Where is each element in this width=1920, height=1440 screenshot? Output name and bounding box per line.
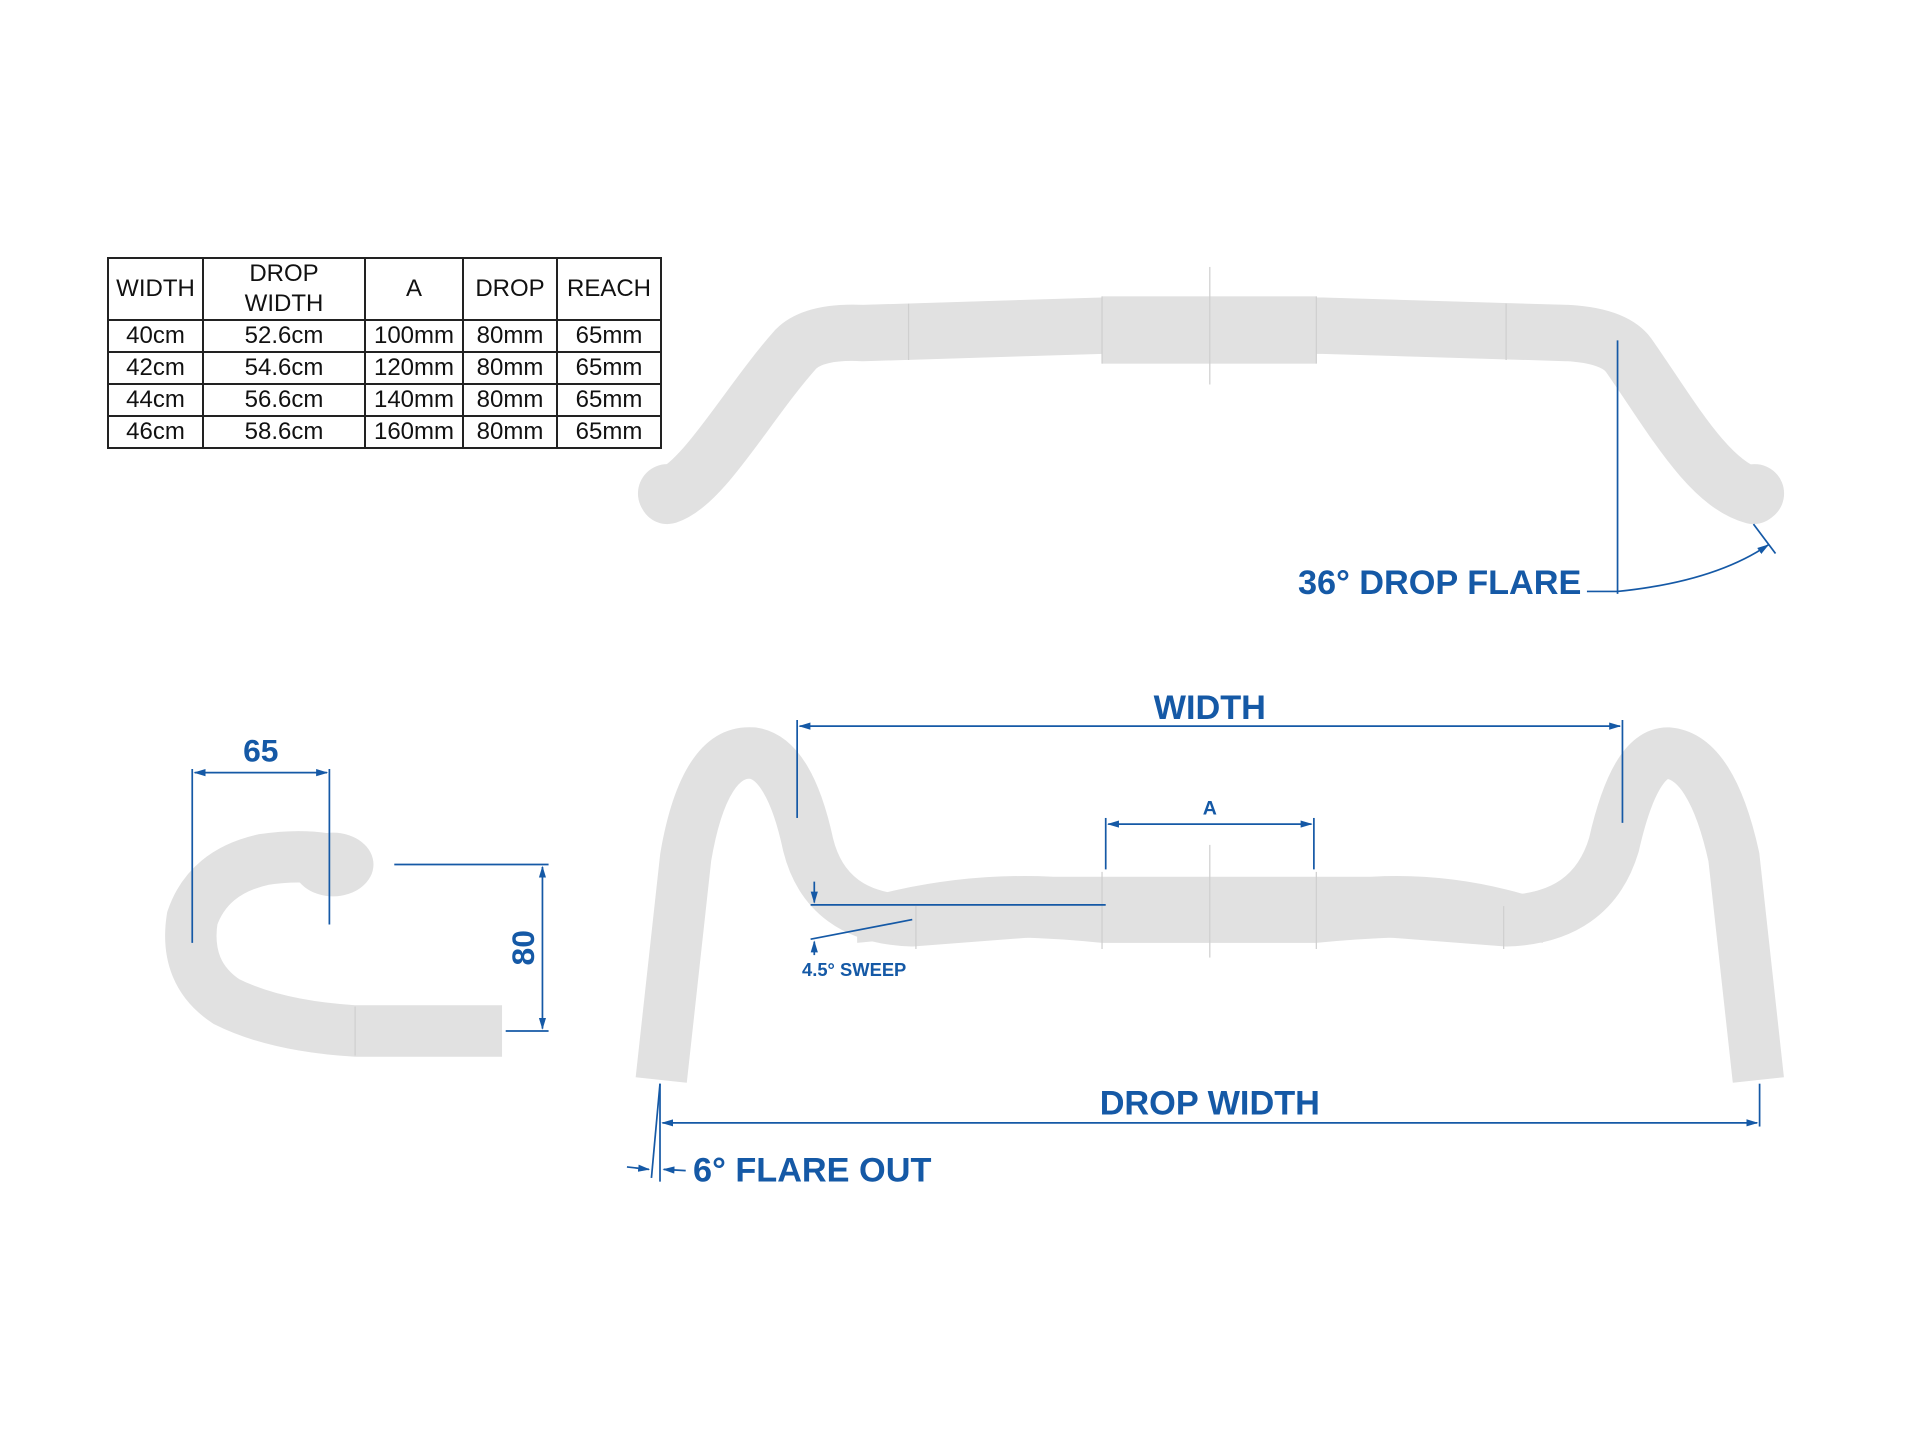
a-annotation: A	[1104, 797, 1315, 870]
table-header-row: WIDTH DROP WIDTH A DROP REACH	[107, 257, 662, 321]
top-view-handlebar	[637, 266, 1785, 525]
cell: 80mm	[462, 351, 558, 385]
drop-label: 80	[505, 930, 541, 965]
header-a: A	[364, 257, 464, 321]
a-label: A	[1203, 797, 1217, 819]
cell: 44cm	[107, 383, 204, 417]
cell: 65mm	[556, 415, 662, 449]
cell: 58.6cm	[202, 415, 366, 449]
cell: 140mm	[364, 383, 464, 417]
width-label: WIDTH	[1154, 689, 1266, 727]
flare-out-annotation: 6° FLARE OUT	[626, 1083, 931, 1190]
cell: 80mm	[462, 319, 558, 353]
width-annotation: WIDTH	[796, 689, 1624, 823]
cell: 46cm	[107, 415, 204, 449]
flare-out-label: 6° FLARE OUT	[693, 1152, 931, 1190]
cell: 80mm	[462, 383, 558, 417]
drop-width-annotation: DROP WIDTH	[659, 1083, 1761, 1182]
reach-annotation: 65	[191, 733, 331, 943]
reach-label: 65	[243, 733, 278, 769]
cell: 65mm	[556, 383, 662, 417]
sweep-annotation: 4.5° SWEEP	[802, 881, 1106, 980]
drop-annotation: 80	[394, 863, 549, 1032]
sweep-label: 4.5° SWEEP	[802, 959, 906, 980]
cell: 80mm	[462, 415, 558, 449]
drop-flare-annotation: 36° DROP FLARE	[1298, 340, 1777, 602]
header-reach: REACH	[556, 257, 662, 321]
cell: 42cm	[107, 351, 204, 385]
cell: 54.6cm	[202, 351, 366, 385]
cell: 52.6cm	[202, 319, 366, 353]
header-drop: DROP	[462, 257, 558, 321]
cell: 65mm	[556, 351, 662, 385]
cell: 100mm	[364, 319, 464, 353]
header-drop-width: DROP WIDTH	[202, 257, 366, 321]
cell: 65mm	[556, 319, 662, 353]
drop-width-label: DROP WIDTH	[1100, 1084, 1320, 1122]
front-view-handlebar	[635, 727, 1784, 1083]
cell: 160mm	[364, 415, 464, 449]
header-width: WIDTH	[107, 257, 204, 321]
cell: 56.6cm	[202, 383, 366, 417]
drop-flare-label: 36° DROP FLARE	[1298, 564, 1581, 602]
cell: 120mm	[364, 351, 464, 385]
side-view-handlebar	[165, 831, 503, 1057]
cell: 40cm	[107, 319, 204, 353]
